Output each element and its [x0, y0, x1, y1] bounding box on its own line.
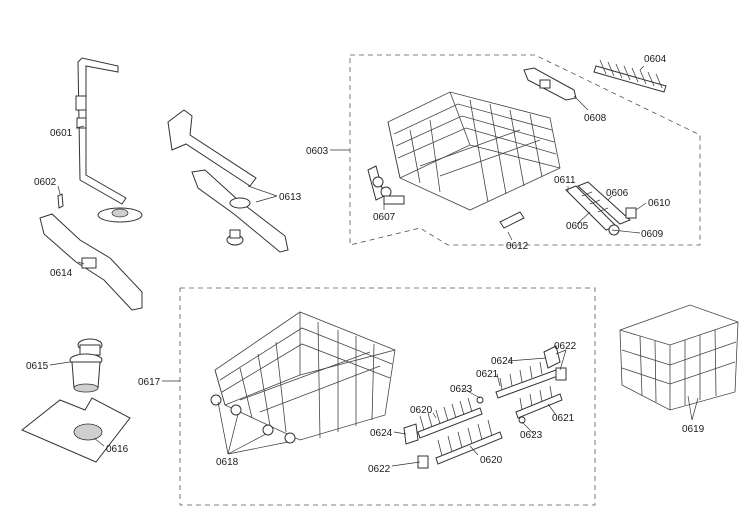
label-0606: 0606 [606, 188, 629, 199]
label-0622-bottom: 0622 [368, 464, 391, 475]
label-0609: 0609 [641, 229, 664, 240]
lower-rack-group-outline [179, 287, 596, 506]
part-0604-tine-row[interactable] [593, 59, 667, 93]
label-0617: 0617 [138, 377, 161, 388]
part-0603-upper-rack[interactable] [387, 91, 561, 211]
part-0622-clips[interactable] [417, 367, 567, 469]
label-0601: 0601 [50, 128, 73, 139]
part-0601-spray-arm-tube[interactable] [75, 57, 143, 223]
part-0619-cutlery-basket[interactable] [619, 304, 739, 411]
part-labels: 0601 0602 0603 0604 0605 0606 0607 0608 … [26, 54, 705, 475]
part-0602-clip[interactable] [57, 193, 64, 209]
label-0623-right: 0623 [520, 430, 543, 441]
part-0610-end-cap[interactable] [625, 207, 637, 219]
label-0620-top: 0620 [410, 405, 433, 416]
label-0623-left: 0623 [450, 384, 473, 395]
label-0624-top: 0624 [491, 356, 514, 367]
label-0610: 0610 [648, 198, 671, 209]
label-0621-left: 0621 [476, 369, 499, 380]
upper-rack-group-outline [349, 54, 701, 246]
label-0603: 0603 [306, 146, 329, 157]
part-0623-pins[interactable] [476, 396, 526, 424]
part-0617-lower-rack[interactable] [214, 311, 396, 441]
label-0618: 0618 [216, 457, 239, 468]
label-0611: 0611 [554, 175, 576, 186]
label-0619: 0619 [682, 424, 705, 435]
part-0620-tine-rows[interactable] [417, 397, 503, 465]
part-0616-filter-plate[interactable] [21, 397, 131, 463]
label-0602: 0602 [34, 177, 57, 188]
label-0616: 0616 [106, 444, 129, 455]
part-0605-0606-rail[interactable] [565, 181, 631, 231]
label-0620-bottom: 0620 [480, 455, 503, 466]
part-0608-rack-adjuster[interactable] [523, 67, 577, 101]
label-0613: 0613 [279, 192, 302, 203]
part-0614-lower-spray-arm[interactable] [39, 213, 143, 311]
label-0607: 0607 [373, 212, 396, 223]
label-0624-left: 0624 [370, 428, 393, 439]
leader-lines [49, 65, 699, 467]
part-0621-tine-rows[interactable] [495, 361, 563, 419]
label-0615: 0615 [26, 361, 49, 372]
label-0605: 0605 [566, 221, 589, 232]
label-0604: 0604 [644, 54, 667, 65]
label-0622-top: 0622 [554, 341, 577, 352]
label-0614: 0614 [50, 268, 73, 279]
label-0621-right: 0621 [552, 413, 575, 424]
part-0613-middle-spray-arm[interactable] [167, 109, 289, 253]
part-0612-slider[interactable] [499, 211, 525, 229]
label-0612: 0612 [506, 241, 529, 252]
part-0618-rack-wheels[interactable] [210, 394, 296, 444]
part-0615-filter-cylinder[interactable] [69, 338, 103, 393]
part-0624-holders[interactable] [403, 345, 561, 445]
part-0607-rack-wheel-assembly[interactable] [367, 165, 405, 205]
label-0608: 0608 [584, 113, 607, 124]
